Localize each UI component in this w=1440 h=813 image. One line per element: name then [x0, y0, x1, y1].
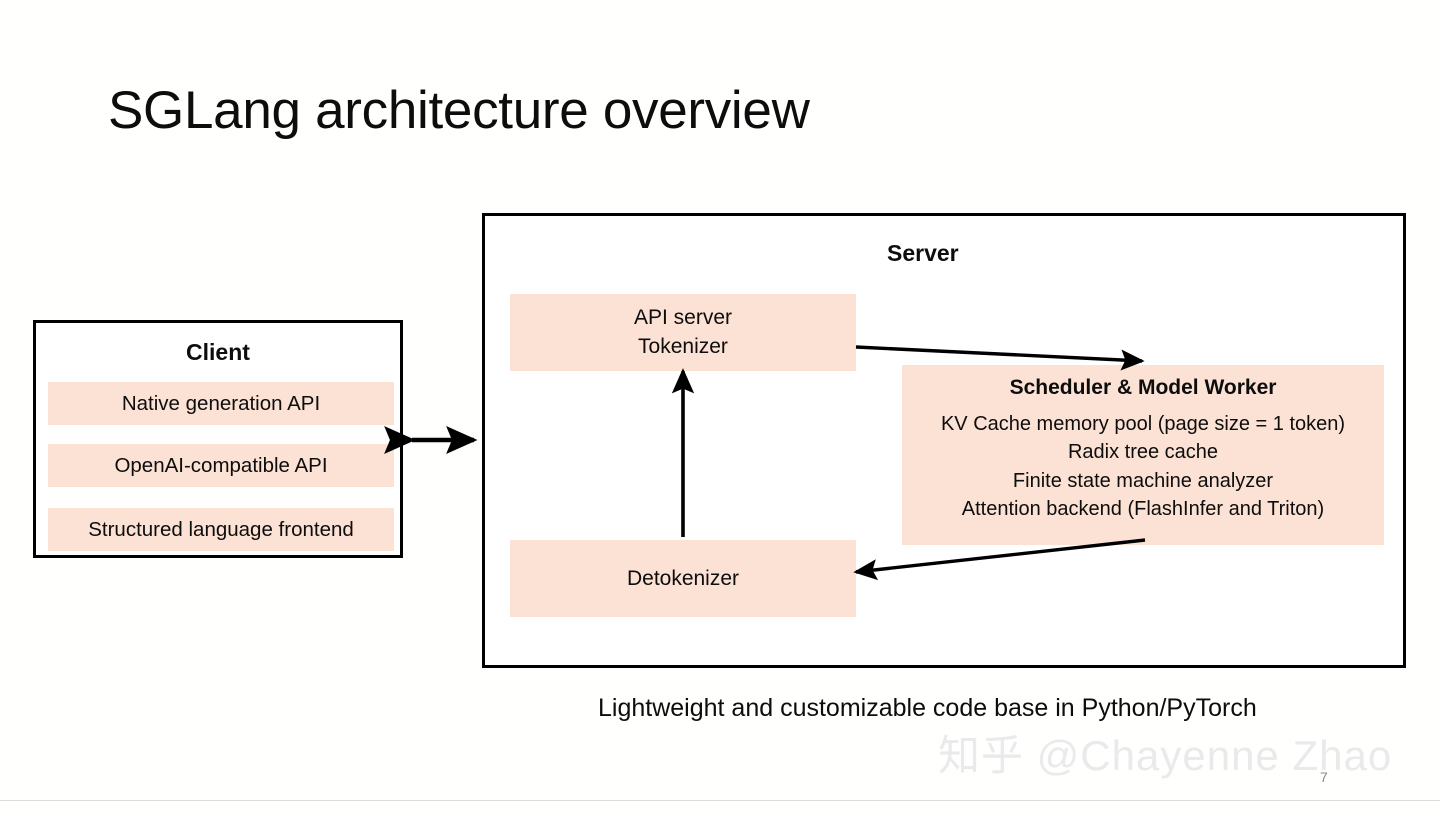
client-item-openai-compatible-api: OpenAI-compatible API	[48, 444, 394, 487]
client-box-title: Client	[186, 339, 250, 365]
page-title: SGLang architecture overview	[108, 81, 810, 140]
api-server-tokenizer-panel: API server Tokenizer	[510, 294, 856, 371]
api-server-label: API server	[633, 306, 733, 330]
scheduler-model-worker-panel: Scheduler & Model Worker KV Cache memory…	[902, 365, 1384, 545]
client-item-label: Native generation API	[121, 391, 321, 415]
scheduler-line-fsm-analyzer: Finite state machine analyzer	[1012, 469, 1274, 492]
watermark: 知乎 @Chayenne Zhao	[938, 732, 1393, 779]
client-item-label: OpenAI-compatible API	[114, 453, 328, 477]
tokenizer-label: Tokenizer	[638, 334, 728, 358]
bottom-caption: Lightweight and customizable code base i…	[598, 694, 1257, 722]
detokenizer-panel: Detokenizer	[510, 540, 856, 617]
server-box-title: Server	[887, 240, 959, 266]
client-item-structured-language-frontend: Structured language frontend	[48, 508, 394, 551]
scheduler-line-radix-tree-cache: Radix tree cache	[1067, 441, 1219, 464]
page-number: 7	[1320, 769, 1328, 785]
client-item-label: Structured language frontend	[88, 517, 354, 541]
scheduler-line-attention-backend: Attention backend (FlashInfer and Triton…	[961, 498, 1325, 521]
scheduler-panel-title: Scheduler & Model Worker	[1009, 376, 1277, 399]
client-item-native-generation-api: Native generation API	[48, 382, 394, 425]
client-box: Client Native generation API OpenAI-comp…	[33, 320, 403, 558]
scheduler-line-kv-cache: KV Cache memory pool (page size = 1 toke…	[940, 413, 1346, 435]
detokenizer-label: Detokenizer	[626, 566, 740, 590]
bottom-divider	[0, 800, 1440, 801]
server-box: Server API server Tokenizer Detokenizer …	[482, 213, 1406, 668]
